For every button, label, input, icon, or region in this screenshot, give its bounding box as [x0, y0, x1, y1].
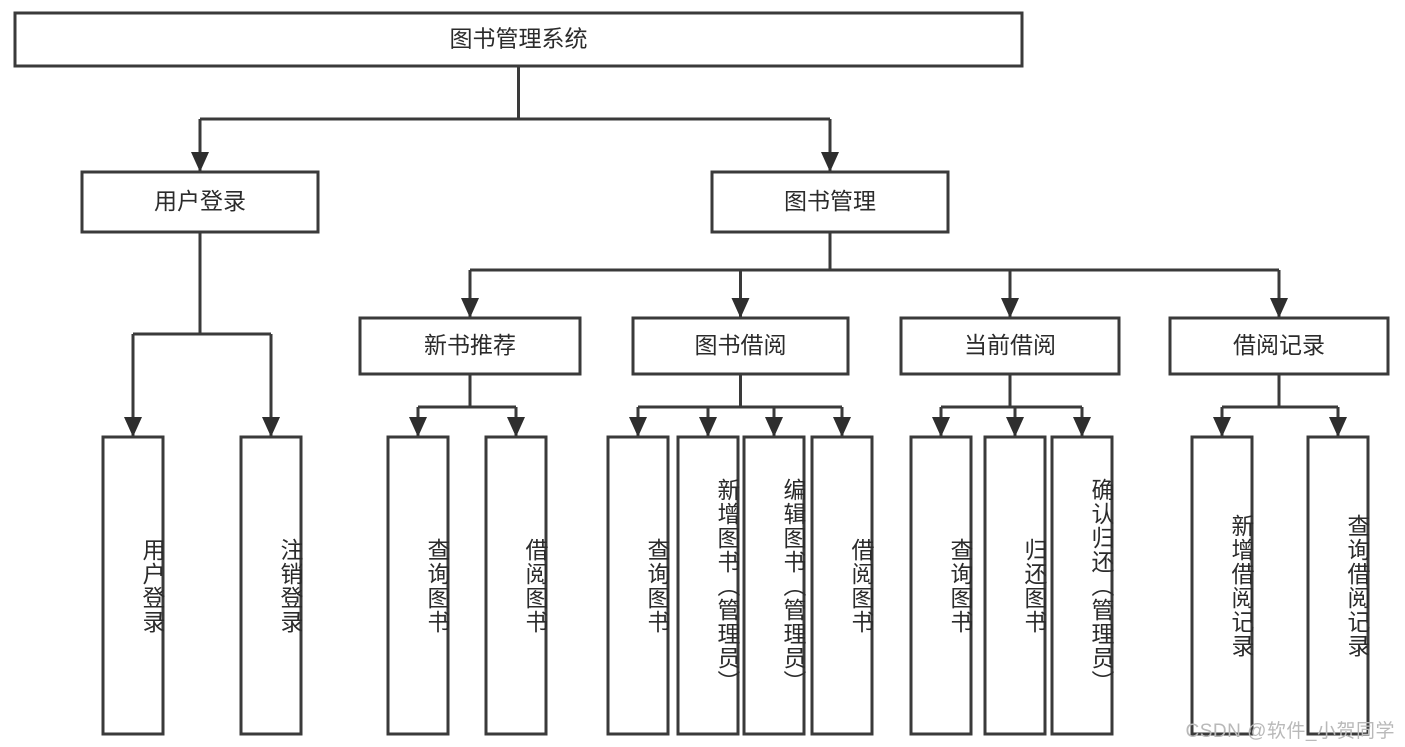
arrow-head-icon-borrow-record	[1270, 298, 1288, 318]
node-label-borrow-record: 借阅记录	[1233, 332, 1325, 358]
node-box-leaf-confirm-return[interactable]	[1050, 435, 1114, 736]
node-box-root[interactable]	[13, 11, 1024, 68]
node-box-leaf-query-book-cur[interactable]	[909, 435, 973, 736]
node-box-leaf-logout[interactable]	[239, 435, 303, 736]
arrow-head-icon-leaf-query-book-cur	[932, 417, 950, 437]
arrow-head-icon-user-login	[191, 152, 209, 172]
node-box-leaf-return-book[interactable]	[983, 435, 1047, 736]
arrow-head-icon-leaf-add-record	[1213, 417, 1231, 437]
arrow-head-icon-leaf-add-book	[699, 417, 717, 437]
node-box-book-borrow[interactable]	[631, 316, 850, 376]
arrow-head-icon-book-manage	[821, 152, 839, 172]
node-label-book-manage: 图书管理	[784, 188, 876, 214]
arrow-head-icon-leaf-return-book	[1006, 417, 1024, 437]
arrow-head-icon-leaf-confirm-return	[1073, 417, 1091, 437]
node-box-leaf-user-login[interactable]	[101, 435, 165, 736]
arrow-head-icon-leaf-query-book-rec	[409, 417, 427, 437]
node-box-leaf-query-book-bor[interactable]	[606, 435, 670, 736]
node-box-leaf-edit-book[interactable]	[742, 435, 806, 736]
node-box-borrow-record[interactable]	[1168, 316, 1390, 376]
node-label-new-book-recommend: 新书推荐	[424, 332, 516, 358]
arrow-head-icon-leaf-query-record	[1329, 417, 1347, 437]
node-label-current-borrow: 当前借阅	[964, 332, 1056, 358]
csdn-watermark: CSDN @软件_小贺同学	[1185, 721, 1395, 742]
node-box-new-book-recommend[interactable]	[358, 316, 582, 376]
arrow-head-icon-book-borrow	[731, 298, 750, 318]
arrow-head-icon-leaf-logout	[262, 417, 280, 437]
node-label-user-login: 用户登录	[154, 188, 246, 214]
node-box-leaf-add-book[interactable]	[676, 435, 740, 736]
arrow-head-icon-new-book-recommend	[461, 298, 479, 318]
connectors-layer	[124, 66, 1347, 437]
node-label-root: 图书管理系统	[450, 26, 588, 52]
arrow-head-icon-leaf-borrow-book	[833, 417, 851, 437]
arrow-head-icon-leaf-borrow-book-rec	[507, 417, 525, 437]
arrow-head-icon-current-borrow	[1001, 298, 1019, 318]
node-box-current-borrow[interactable]	[899, 316, 1121, 376]
node-box-leaf-add-record[interactable]	[1190, 435, 1254, 736]
arrow-head-icon-leaf-user-login	[124, 417, 142, 437]
node-label-book-borrow: 图书借阅	[695, 332, 787, 358]
node-box-leaf-query-record[interactable]	[1306, 435, 1370, 736]
node-box-leaf-borrow-book-rec[interactable]	[484, 435, 548, 736]
node-box-leaf-query-book-rec[interactable]	[386, 435, 450, 736]
boxes-layer	[13, 11, 1390, 736]
arrow-head-icon-leaf-query-book-bor	[629, 417, 647, 437]
node-box-user-login[interactable]	[80, 170, 320, 234]
node-box-book-manage[interactable]	[710, 170, 950, 234]
node-box-leaf-borrow-book[interactable]	[810, 435, 874, 736]
arrow-head-icon-leaf-edit-book	[765, 417, 783, 437]
